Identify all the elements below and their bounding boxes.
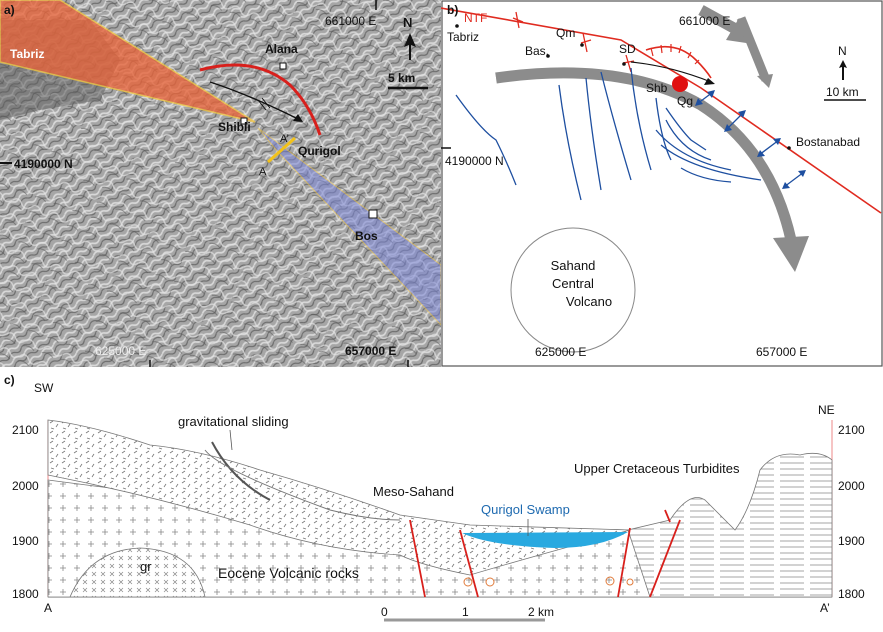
faults-c bbox=[409, 509, 681, 598]
north-label-a: N bbox=[403, 15, 412, 30]
volcano-line-3: Volcano bbox=[566, 294, 612, 309]
scale-label-a: 5 km bbox=[388, 71, 415, 85]
ntf-label: NTF bbox=[464, 11, 487, 25]
bas-label: Bas. bbox=[525, 44, 549, 58]
sd-label: SD bbox=[619, 42, 636, 56]
bostanabad-label: Bostanabad bbox=[796, 135, 860, 149]
scale-label-b: 10 km bbox=[826, 85, 859, 99]
drainage-lines bbox=[455, 67, 762, 201]
ne-label: NE bbox=[818, 403, 835, 417]
qg-label: Qg bbox=[677, 94, 693, 108]
panel-c-cross-section: c) SW NE 2100 2000 1900 1800 2100 2000 1… bbox=[0, 370, 883, 627]
turbidites-unit bbox=[627, 452, 833, 598]
panel-a-label: a) bbox=[4, 3, 15, 17]
a-label-c: A bbox=[44, 601, 52, 615]
tabriz-label: Tabriz bbox=[10, 47, 44, 61]
elev-left-2100: 2100 bbox=[12, 423, 39, 437]
panel-b-sketch: b) NTF Tabriz Qm Bas. SD Shb Qg Bostanab… bbox=[440, 0, 883, 367]
panel-a-map: a) Tabriz Alana Shibli A’ A Qurigol Bos … bbox=[0, 0, 442, 367]
a-label: A bbox=[259, 166, 267, 178]
elev-left-1800: 1800 bbox=[12, 587, 39, 601]
a-prime-label: A’ bbox=[280, 133, 289, 145]
a-prime-label-c: A’ bbox=[820, 601, 830, 615]
alana-label: Alana bbox=[265, 42, 298, 56]
alana-marker bbox=[279, 62, 287, 70]
tabriz-label-b: Tabriz bbox=[447, 30, 479, 44]
eocene-label: Eocene Volcanic rocks bbox=[218, 565, 359, 581]
qurigol-swamp-label: Qurigol Swamp bbox=[481, 502, 570, 517]
coord-bottom-right-label: 657000 E bbox=[345, 344, 396, 358]
bos-label: Bos bbox=[355, 229, 378, 243]
swamp-fill bbox=[462, 532, 628, 548]
cross-section: c) SW NE 2100 2000 1900 1800 2100 2000 1… bbox=[4, 373, 865, 622]
meso-sahand-label: Meso-Sahand bbox=[373, 484, 454, 499]
shb-label: Shb bbox=[646, 81, 668, 95]
gr-label: gr bbox=[140, 559, 152, 574]
coord-top-label-b: 661000 E bbox=[679, 14, 730, 28]
big-gray-arrow bbox=[495, 67, 797, 242]
bos-marker bbox=[368, 209, 378, 219]
panel-b-label: b) bbox=[447, 3, 458, 17]
shibli-marker bbox=[240, 117, 248, 125]
gravitational-sliding-label: gravitational sliding bbox=[178, 414, 289, 429]
volcano-line-1: Sahand bbox=[551, 258, 596, 273]
sw-label: SW bbox=[34, 381, 54, 395]
elev-left-2000: 2000 bbox=[12, 479, 39, 493]
north-label-b: N bbox=[838, 44, 847, 58]
orange-zone bbox=[0, 0, 256, 123]
sketch-map: b) NTF Tabriz Qm Bas. SD Shb Qg Bostanab… bbox=[440, 0, 883, 367]
coord-left-label: 4190000 N bbox=[14, 157, 73, 171]
fault-arc bbox=[199, 63, 322, 136]
elev-right-1900: 1900 bbox=[838, 534, 865, 548]
elev-right-1800: 1800 bbox=[838, 587, 865, 601]
section-line-aa bbox=[267, 136, 296, 164]
hillshade-map: a) Tabriz Alana Shibli A’ A Qurigol Bos … bbox=[0, 0, 442, 367]
elev-right-2000: 2000 bbox=[838, 479, 865, 493]
scale-2-label: 2 km bbox=[528, 605, 554, 619]
gr-intrusion bbox=[69, 547, 206, 598]
elev-right-2100: 2100 bbox=[838, 423, 865, 437]
fault-line bbox=[440, 7, 882, 214]
qm-label: Qm bbox=[556, 26, 575, 40]
volcano-line-2: Central bbox=[552, 276, 594, 291]
elev-left-1900: 1900 bbox=[12, 534, 39, 548]
shibli-label: Shibli bbox=[218, 120, 251, 134]
coord-bottom-left-label-b: 625000 E bbox=[535, 345, 586, 359]
scale-1-label: 1 bbox=[462, 605, 469, 619]
north-arrow-icon-b bbox=[839, 60, 847, 80]
qurigol-label: Qurigol bbox=[298, 144, 341, 158]
coord-bottom-left-label: 625000 E bbox=[95, 344, 146, 358]
coord-top-label: 661000 E bbox=[325, 14, 376, 28]
shb-marker bbox=[672, 76, 688, 92]
scale-0-label: 0 bbox=[381, 605, 388, 619]
coord-bottom-right-label-b: 657000 E bbox=[756, 345, 807, 359]
north-arrow-icon bbox=[404, 33, 416, 60]
coord-left-label-b: 4190000 N bbox=[445, 154, 504, 168]
volcano-circle bbox=[510, 227, 636, 353]
upper-cretaceous-label: Upper Cretaceous Turbidites bbox=[574, 461, 740, 476]
panel-c-label: c) bbox=[4, 373, 15, 387]
